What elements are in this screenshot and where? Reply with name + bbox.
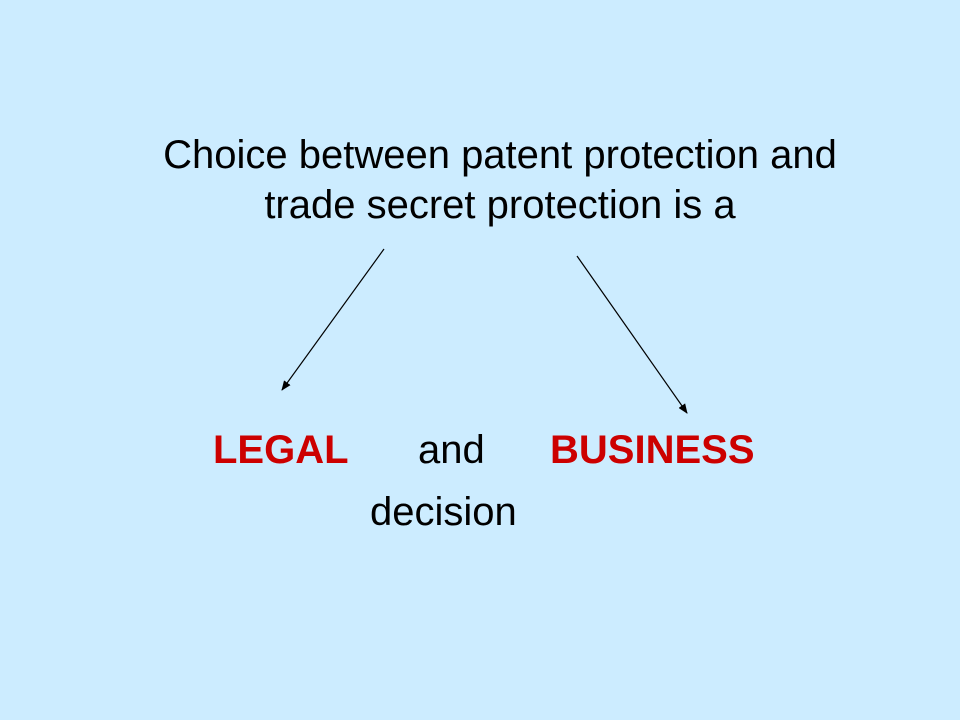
- title-line-1: Choice between patent protection and: [163, 133, 837, 177]
- and-label: and: [418, 428, 485, 472]
- slide-title: Choice between patent protection and tra…: [80, 130, 920, 230]
- title-line-2: trade secret protection is a: [264, 183, 736, 227]
- legal-label: LEGAL: [213, 428, 349, 472]
- arrow-left: [281, 248, 385, 391]
- decision-label: decision: [370, 490, 517, 534]
- arrow-right: [576, 255, 688, 414]
- business-label: BUSINESS: [550, 428, 755, 472]
